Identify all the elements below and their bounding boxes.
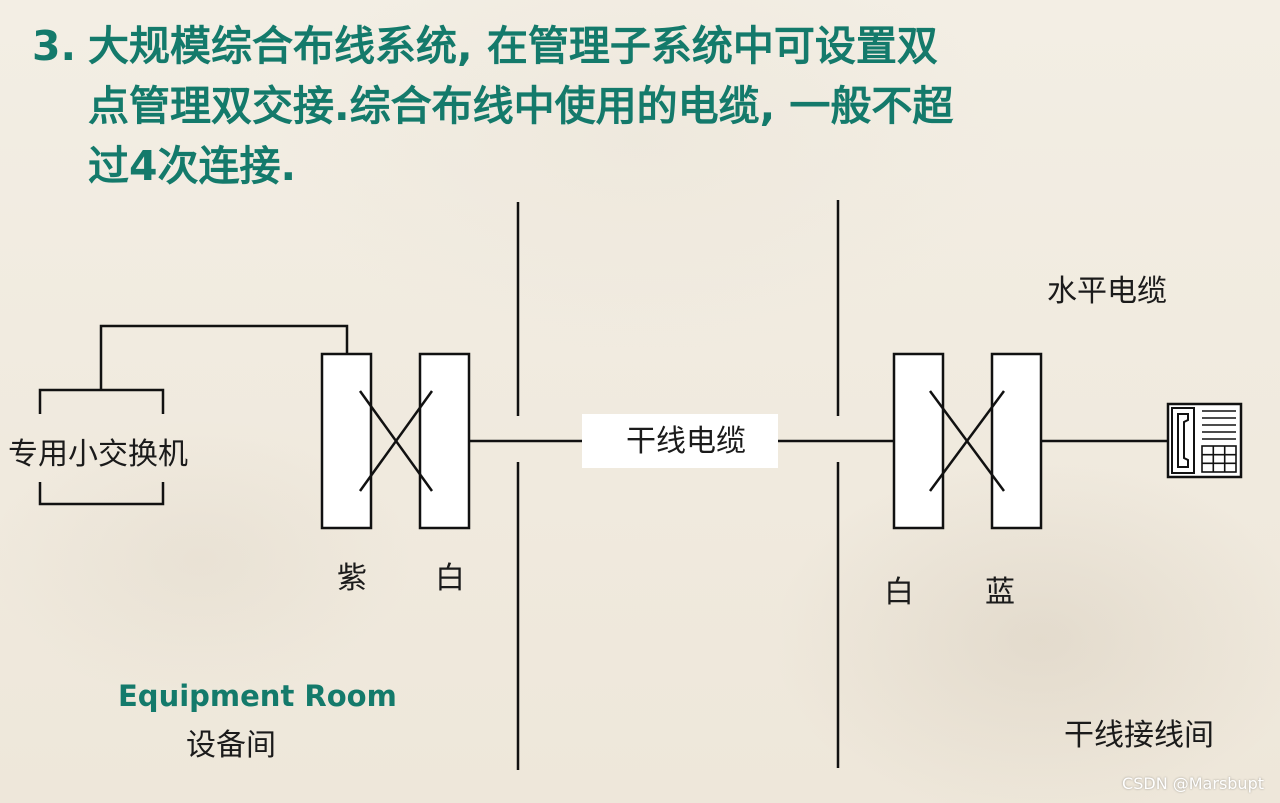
field-purple (320, 352, 373, 530)
page-title: 3.大规模综合布线系统, 在管理子系统中可设置双 点管理双交接.综合布线中使用的… (32, 16, 1212, 196)
white-field-right-label: 白 (884, 575, 914, 610)
watermark: CSDN @Marsbupt (1122, 774, 1264, 793)
title-line-2: 点管理双交接.综合布线中使用的电缆, 一般不超 (88, 82, 954, 130)
field-blue (990, 352, 1043, 530)
white-field-left-label: 白 (435, 561, 465, 596)
cross-connect-left (320, 352, 471, 530)
blue-field-label: 蓝 (985, 575, 1015, 610)
trunk-closet-label: 干线接线间 (1064, 718, 1214, 753)
pbx-link-line (99, 324, 349, 390)
jumper-left-b (358, 390, 434, 492)
field-white-left (418, 352, 471, 530)
horizontal-cable-label: 水平电缆 (1047, 274, 1167, 309)
field-white-right (892, 352, 945, 530)
equipment-room-en-label: Equipment Room (118, 679, 397, 713)
telephone-icon (1166, 402, 1243, 479)
title-line-1: 3.大规模综合布线系统, 在管理子系统中可设置双 (32, 16, 1212, 76)
cross-connect-right (892, 352, 1043, 530)
title-line-3: 过4次连接. (88, 142, 297, 190)
jumper-right-b (928, 390, 1006, 492)
equipment-room-cn-label: 设备间 (186, 728, 276, 763)
pbx-label: 专用小交换机 (8, 437, 188, 472)
trunk-cable-label: 干线电缆 (626, 424, 746, 459)
trunk-cable-label-box (582, 414, 778, 468)
title-number: 3. (32, 22, 77, 70)
purple-field-label: 紫 (337, 561, 367, 596)
